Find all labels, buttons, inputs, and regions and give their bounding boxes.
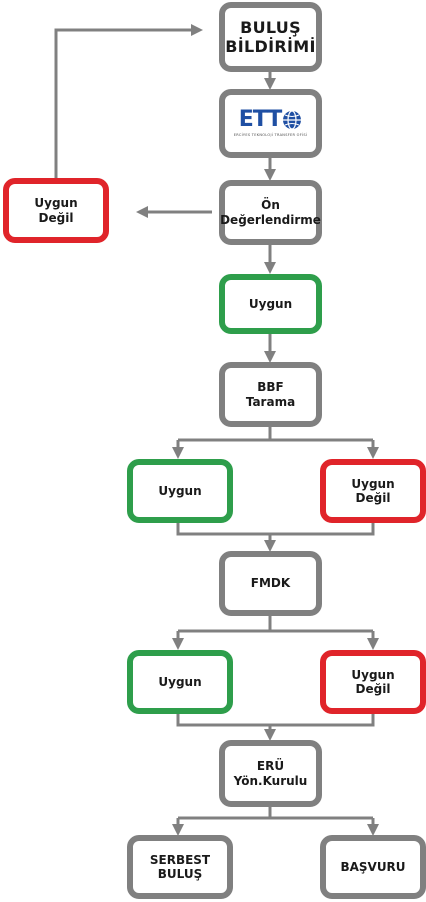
etto-logo: ETT ERCİYES TEKNOLOJİ TRANSFER OFİSİ: [231, 107, 310, 138]
node-uygun-2: Uygun: [127, 459, 233, 523]
connector-merge-3: [176, 714, 375, 727]
etto-logo-subtitle: ERCİYES TEKNOLOJİ TRANSFER OFİSİ: [233, 133, 308, 138]
node-bbf-tarama: BBF Tarama: [219, 362, 322, 427]
node-uygun-degil-top: Uygun Değil: [3, 178, 109, 243]
node-fmdk: FMDK: [219, 551, 322, 616]
node-bulus-bildirimi: BULUŞ BİLDİRİMİ: [219, 2, 322, 72]
globe-icon: [283, 110, 302, 131]
node-uygun-degil-3: Uygun Değil: [320, 650, 426, 714]
node-eru-yon-kurulu: ERÜ Yön.Kurulu: [219, 740, 322, 807]
node-on-degerlendirme: Ön Değerlendirme: [219, 180, 322, 245]
node-serbest-bulus: SERBEST BULUŞ: [127, 835, 233, 899]
node-uygun-degil-2: Uygun Değil: [320, 459, 426, 523]
node-uygun-3: Uygun: [127, 650, 233, 714]
etto-logo-text: ETT: [238, 107, 283, 133]
node-uygun-1: Uygun: [219, 274, 322, 334]
node-etto-logo: ETT ERCİYES TEKNOLOJİ TRANSFER OFİSİ: [219, 89, 322, 158]
loop-back-connector: [54, 24, 203, 178]
connector-merge-2: [176, 523, 375, 536]
node-basvuru: BAŞVURU: [320, 835, 426, 899]
